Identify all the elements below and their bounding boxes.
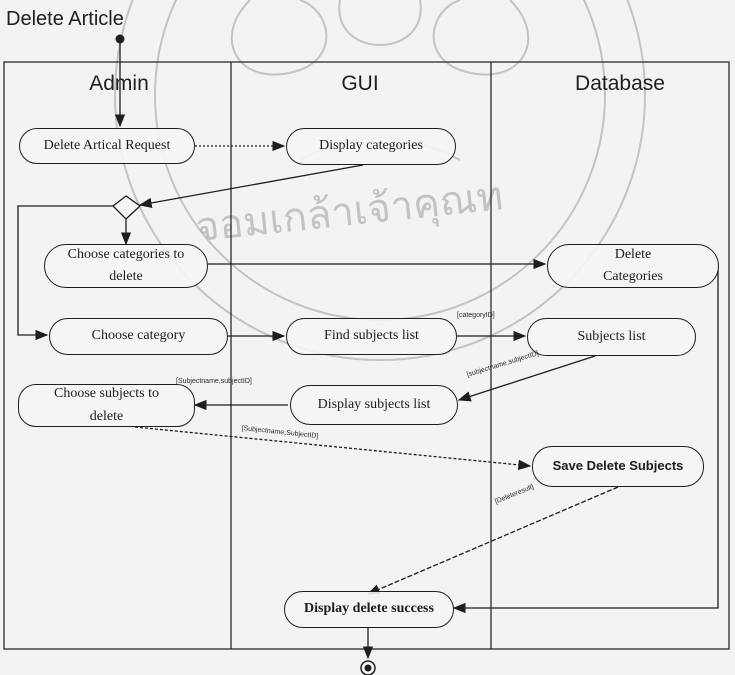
node-subjects-list-label: Subjects list: [577, 328, 646, 344]
page-title: Delete Article: [6, 8, 124, 30]
node-save-delete-label: Save Delete Subjects: [552, 458, 684, 474]
node-display-subjects-label: Display subjects list: [317, 396, 431, 412]
edge-to-display-success: [366, 486, 619, 595]
edge-to-display-subjects: [457, 355, 596, 402]
node-display-success[interactable]: Display delete success: [284, 591, 454, 628]
node-find-subjects-label: Find subjects list: [324, 328, 419, 344]
node-choose-category[interactable]: Choose category: [49, 318, 228, 355]
node-find-subjects[interactable]: Find subjects list: [286, 318, 457, 355]
node-delete-request[interactable]: Delete Artical Request: [19, 128, 195, 164]
node-subjects-list[interactable]: Subjects list: [527, 318, 696, 356]
node-choose-categories[interactable]: Choose categories to delete: [44, 244, 208, 288]
node-choose-categories-line1: Choose categories to: [67, 246, 185, 262]
node-delete-categories-line1: Delete: [614, 246, 652, 262]
flow-label-category-id: [categoryID]: [457, 312, 495, 319]
node-display-subjects[interactable]: Display subjects list: [290, 385, 458, 425]
node-choose-subjects-line2: delete: [89, 408, 124, 424]
node-delete-categories[interactable]: Delete Categories: [547, 244, 719, 288]
node-save-delete[interactable]: Save Delete Subjects: [532, 446, 704, 487]
edge-to-save-delete: [134, 426, 532, 471]
node-choose-category-label: Choose category: [91, 328, 186, 344]
flow-label-subjectname-display: [Subjectname,subjectID]: [176, 378, 252, 385]
decision-node: [112, 195, 142, 220]
end-node-core: [364, 664, 372, 672]
node-choose-categories-line2: delete: [109, 269, 143, 284]
node-display-categories[interactable]: Display categories: [286, 128, 456, 165]
node-choose-subjects[interactable]: Choose subjects to delete: [18, 384, 195, 427]
node-display-success-label: Display delete success: [304, 601, 434, 617]
edge-categories-to-decision: [138, 164, 364, 209]
end-node: [360, 660, 376, 675]
lane-gui: GUI: [341, 72, 379, 95]
node-delete-categories-line2: Categories: [603, 269, 663, 284]
lane-database: Database: [575, 72, 665, 95]
node-display-categories-label: Display categories: [319, 138, 423, 154]
lane-admin: Admin: [89, 72, 149, 95]
start-node: [115, 34, 125, 44]
edge-decision-to-choose-category: [17, 205, 113, 341]
node-choose-subjects-line1: Choose subjects to: [54, 386, 159, 402]
edge-categories-to-success: [452, 264, 719, 614]
node-delete-request-label: Delete Artical Request: [43, 137, 171, 153]
